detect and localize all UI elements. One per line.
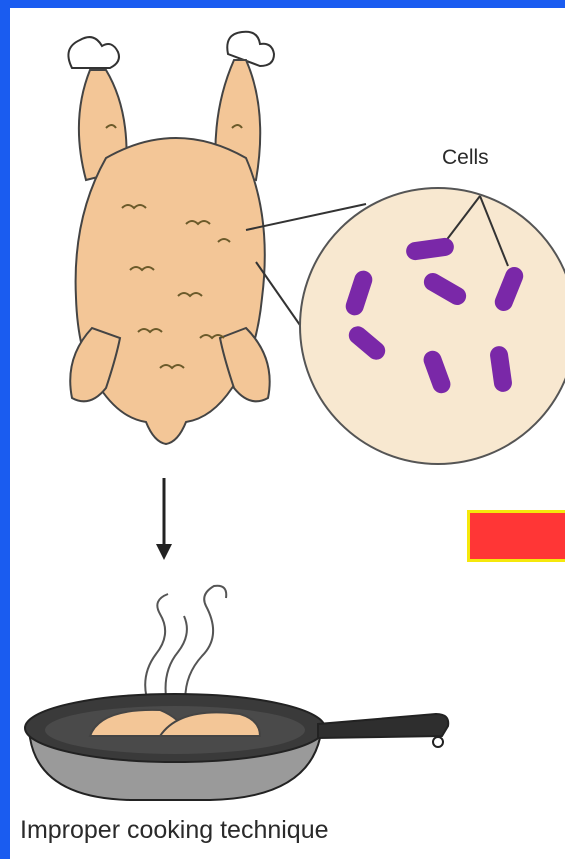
down-arrow-icon bbox=[156, 478, 172, 560]
steam bbox=[145, 586, 226, 708]
caption: Improper cooking technique bbox=[20, 816, 329, 845]
cells-label: Cells bbox=[442, 146, 489, 170]
diagram-panel: Cells Improper cooking technique bbox=[10, 8, 565, 859]
raw-chicken bbox=[68, 32, 274, 444]
illustration bbox=[10, 8, 565, 859]
magnified-circle bbox=[300, 188, 565, 464]
frying-pan bbox=[25, 694, 448, 800]
red-highlight-bar bbox=[467, 510, 565, 562]
